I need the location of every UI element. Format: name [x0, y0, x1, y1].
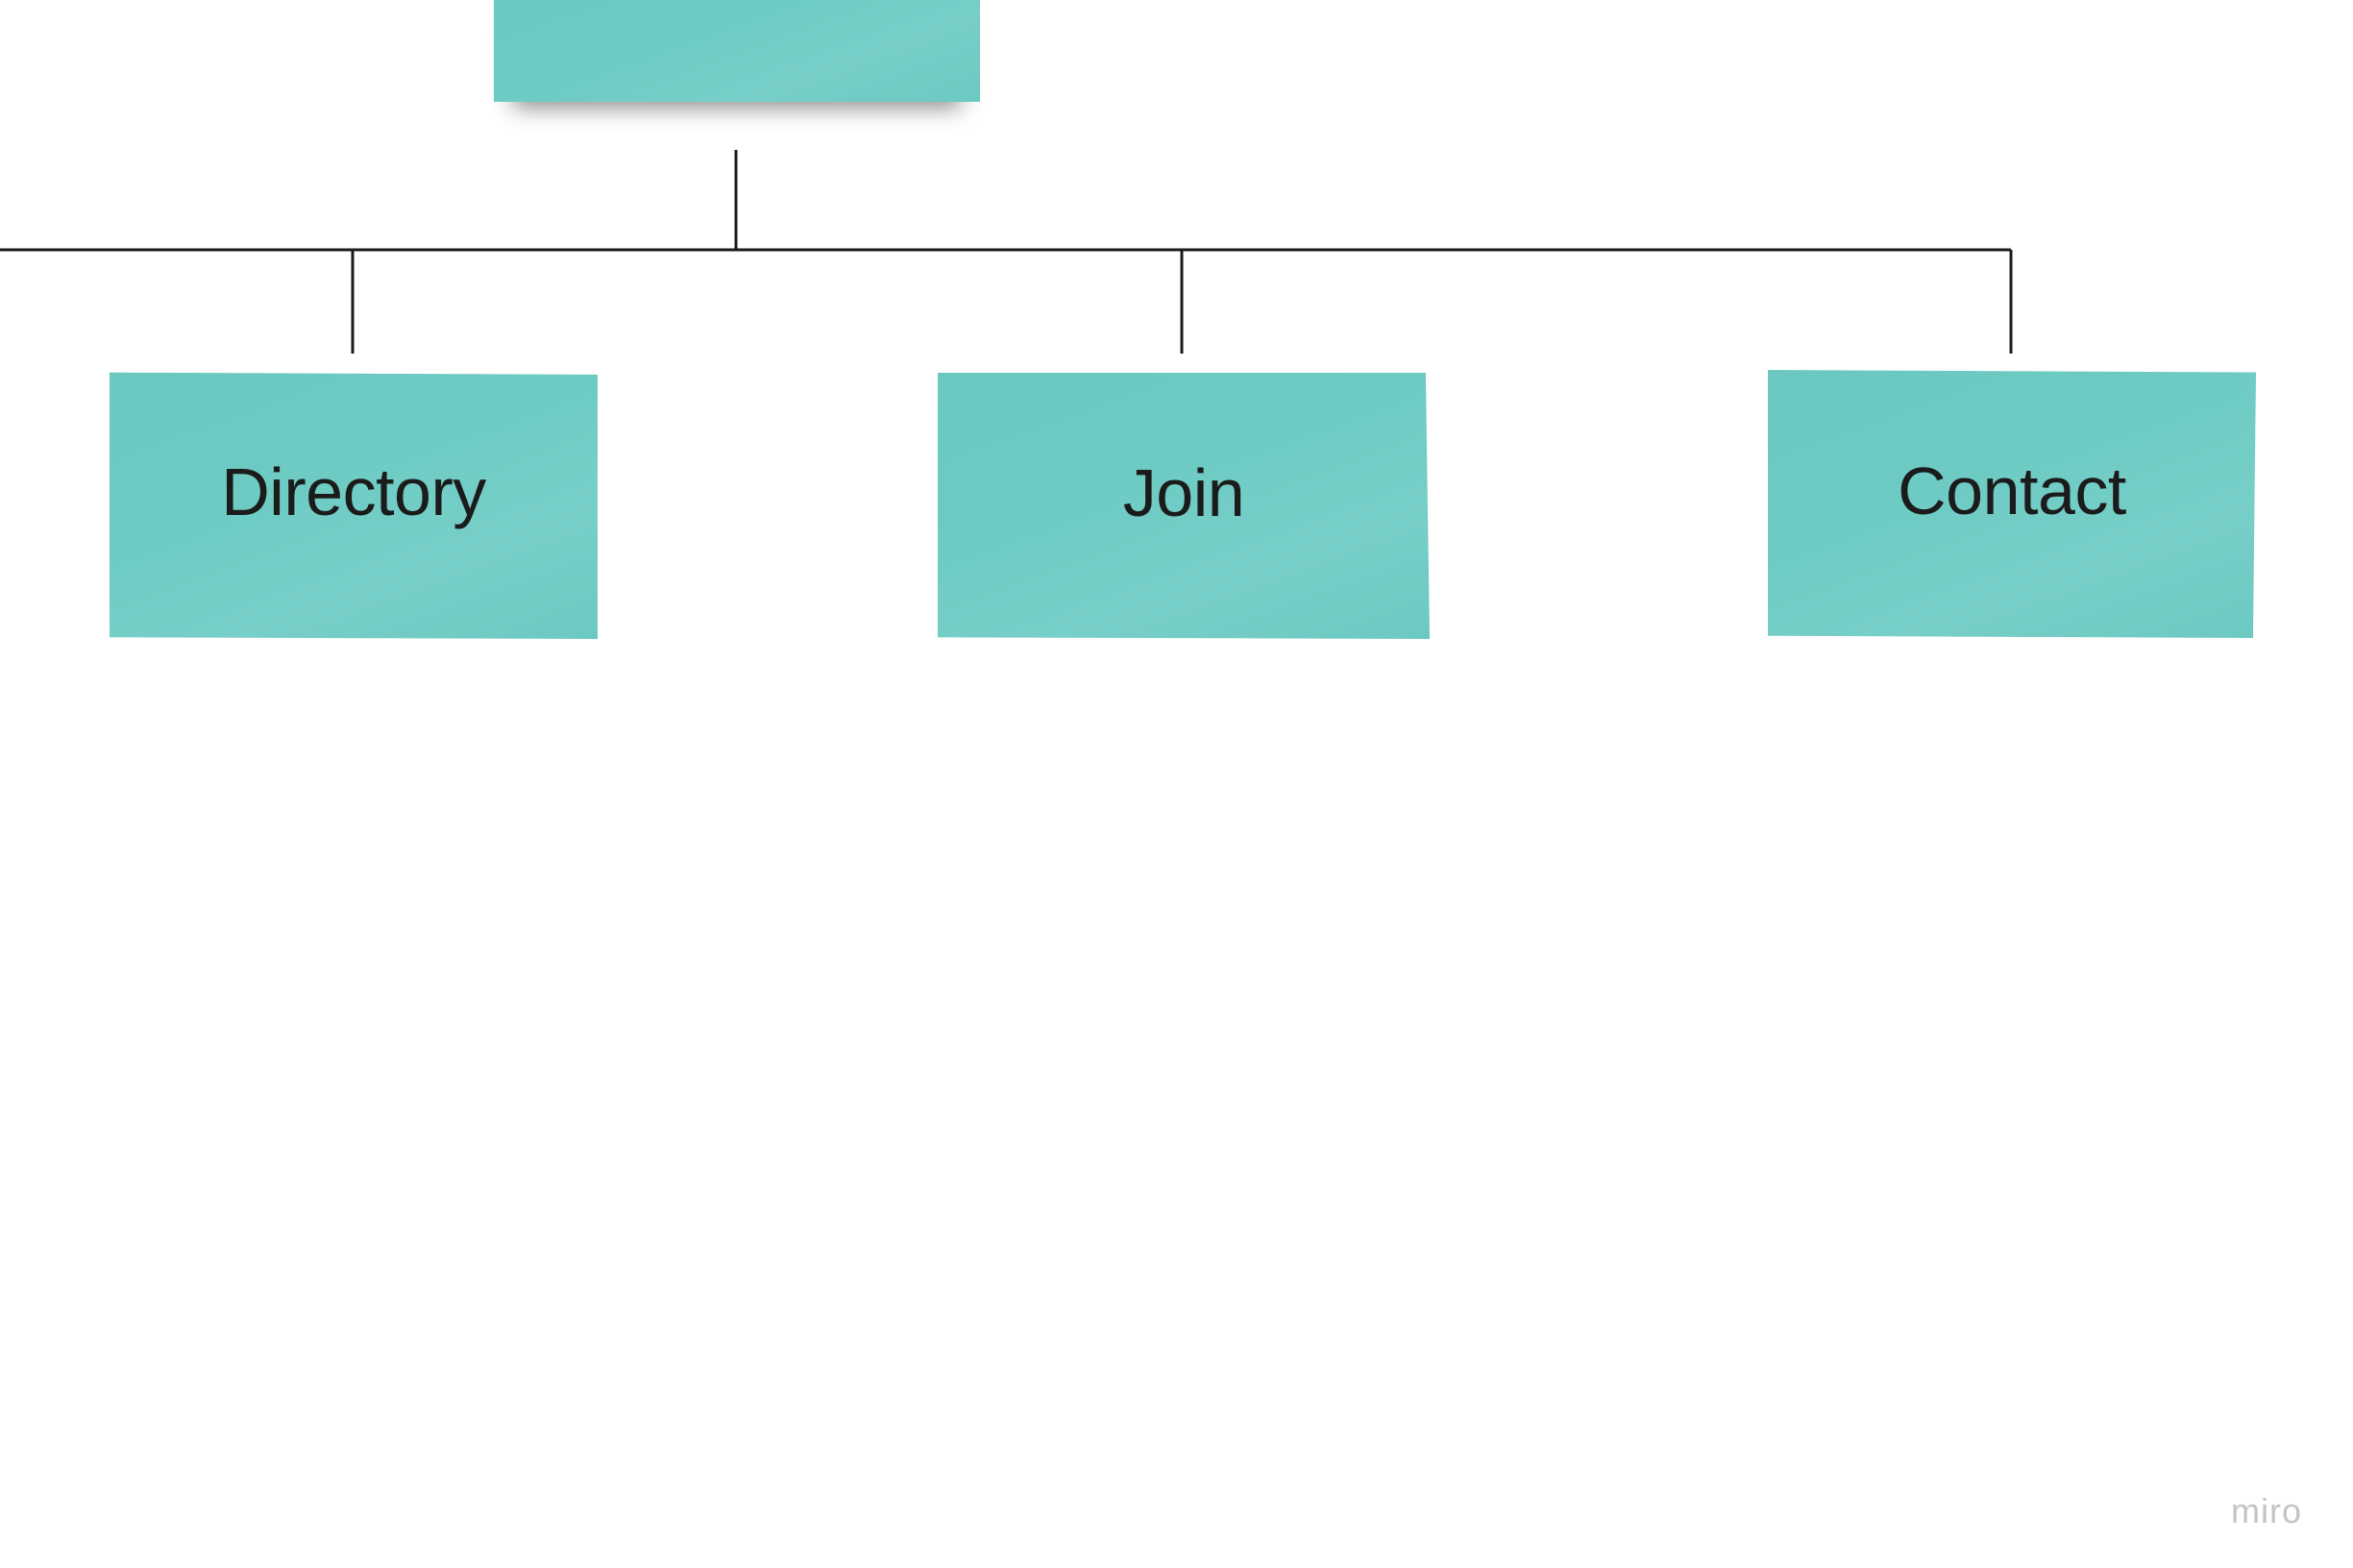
miro-watermark-text: miro — [2231, 1491, 2302, 1531]
miro-logo: miro — [2231, 1491, 2302, 1531]
sticky-note-directory-label: Directory — [221, 453, 486, 529]
sticky-note-root[interactable] — [494, 0, 980, 102]
sticky-note-directory[interactable]: Directory — [110, 372, 598, 639]
sticky-note-join[interactable]: Join — [938, 373, 1430, 639]
sticky-note-contact[interactable]: Contact — [1768, 370, 2256, 638]
sticky-note-join-label: Join — [1122, 454, 1245, 530]
sticky-note-contact-label: Contact — [1898, 453, 2126, 528]
